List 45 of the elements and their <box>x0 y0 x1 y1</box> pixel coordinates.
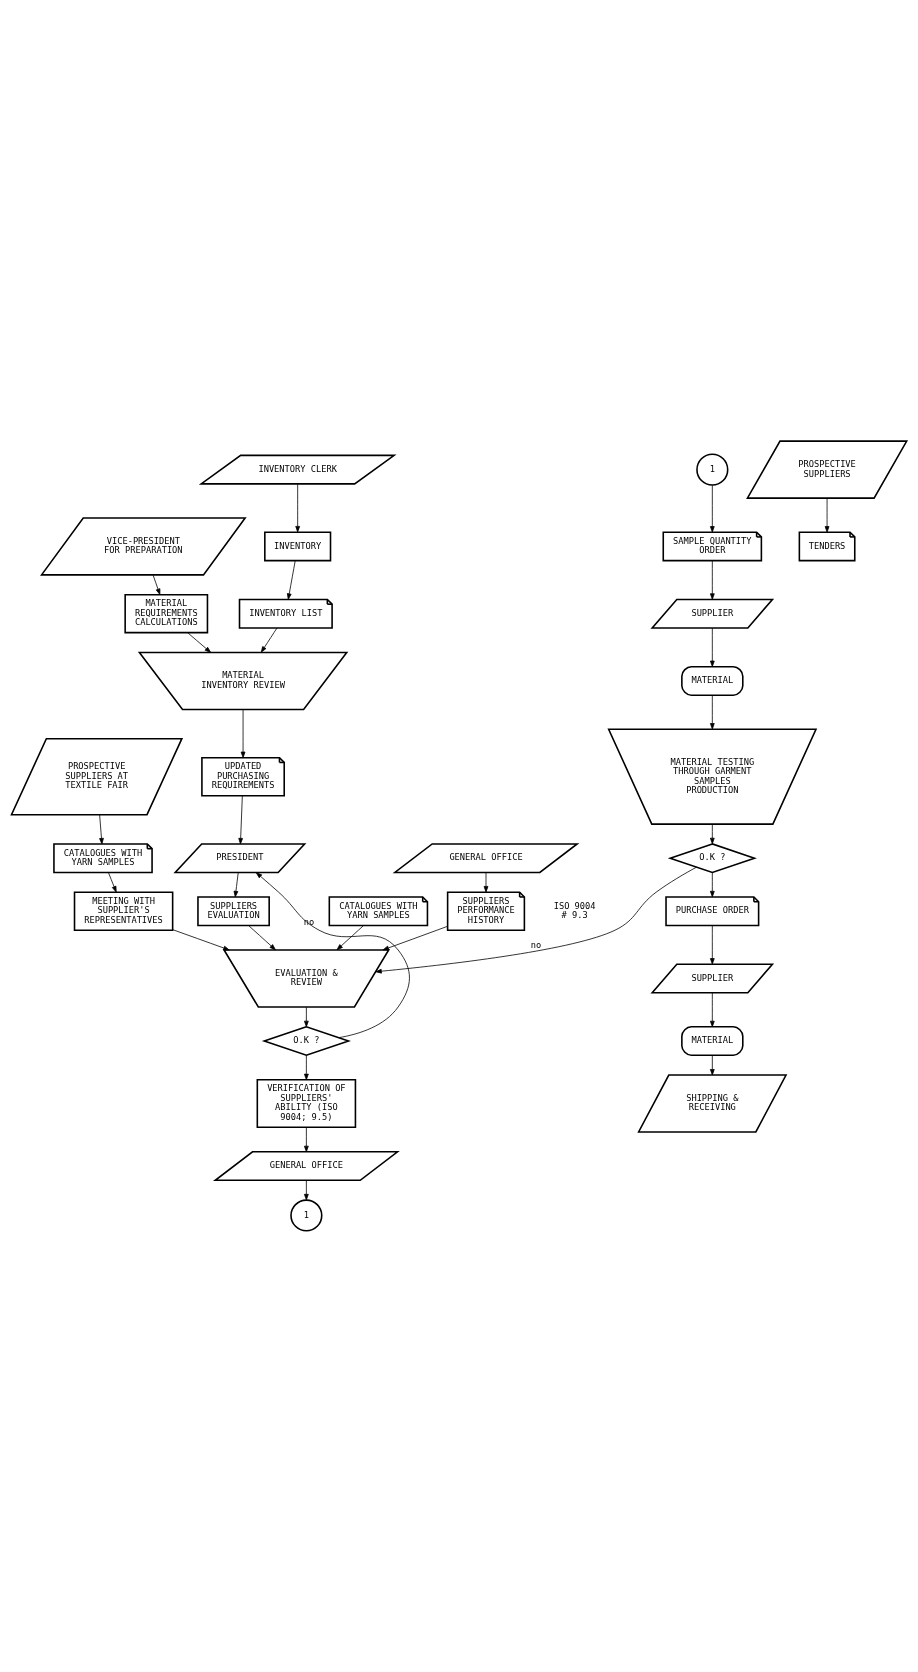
arrow <box>286 560 296 600</box>
node-box: MATERIAL <box>681 1025 744 1056</box>
arrow <box>152 574 161 595</box>
arrow <box>260 627 278 653</box>
label: ISO 9004 # 9.3 <box>553 900 596 921</box>
arrow <box>710 694 715 730</box>
arrow <box>375 866 697 974</box>
arrow <box>187 632 211 653</box>
arrow <box>710 627 715 667</box>
node-diamond: O.K ? <box>667 843 757 874</box>
node-box: SUPPLIERS EVALUATION <box>197 896 270 927</box>
arrow <box>710 560 715 600</box>
arrow <box>233 872 239 898</box>
node-circle: 1 <box>290 1199 323 1232</box>
arrow <box>710 823 715 845</box>
node-box: MATERIAL REQUIREMENTS CALCULATIONS <box>124 593 209 634</box>
arrow <box>304 1054 309 1081</box>
arrow <box>710 872 715 898</box>
node-box: MEETING WITH SUPPLIER'S REPRESENTATIVES <box>73 891 174 931</box>
arrow <box>295 483 300 533</box>
arrow <box>248 925 276 951</box>
arrow <box>824 497 830 533</box>
arrow <box>710 484 715 533</box>
arrow <box>240 709 246 758</box>
arrow <box>382 925 448 951</box>
edge-label: no <box>303 917 315 928</box>
arrow <box>710 1054 715 1076</box>
arrow <box>304 1180 309 1201</box>
arrow <box>172 929 230 951</box>
node-box: VERIFICATION OF SUPPLIERS' ABILITY (ISO 9004; 9.5) <box>256 1078 357 1129</box>
arrow <box>255 872 410 1039</box>
arrow <box>710 992 715 1028</box>
arrow <box>304 1126 309 1153</box>
node-circle: 1 <box>696 453 729 486</box>
arrow <box>710 925 715 965</box>
node-diamond: O.K ? <box>261 1025 351 1057</box>
arrow <box>99 814 104 845</box>
node-box: INVENTORY <box>264 531 332 562</box>
arrow <box>238 795 243 845</box>
arrow <box>108 872 117 893</box>
arrow <box>336 925 364 951</box>
arrow <box>304 1006 309 1028</box>
arrow <box>483 872 489 893</box>
node-box: MATERIAL <box>681 665 744 696</box>
edge-label: no <box>530 939 542 950</box>
